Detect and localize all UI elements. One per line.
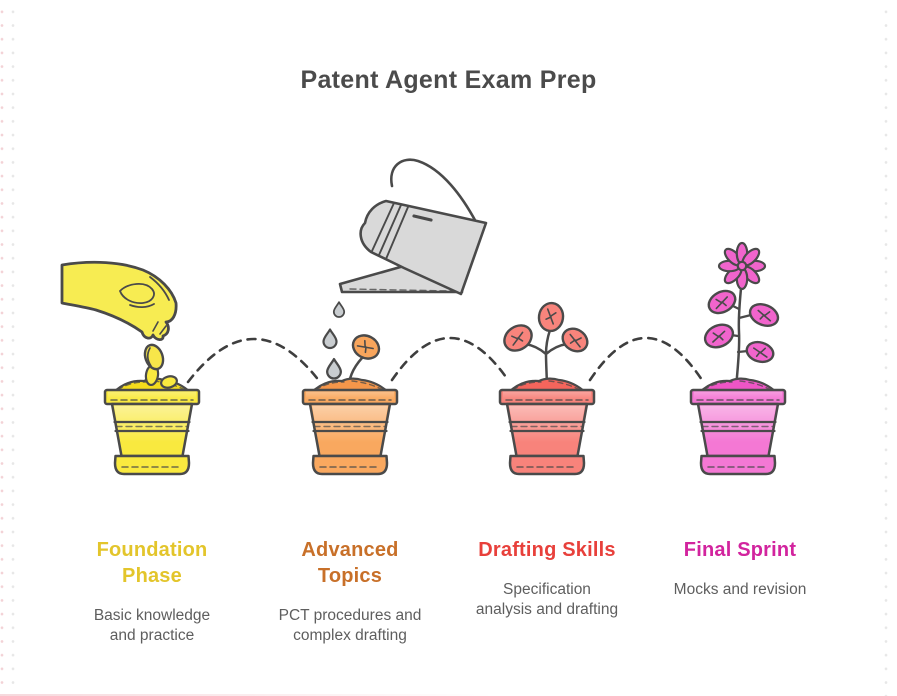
stage-desc-line: Basic knowledge — [93, 607, 211, 624]
stage-title-line: Phase — [122, 565, 182, 587]
stage-desc-line: Mocks and revision — [673, 581, 807, 598]
flower-pot-foundation-icon — [103, 363, 201, 476]
flower-icon — [717, 241, 767, 291]
dashed-arc-2 — [390, 336, 510, 382]
art-root — [60, 158, 787, 476]
stage-description: PCT procedures and complex drafting — [250, 606, 450, 647]
page-title: Patent Agent Exam Prep — [300, 66, 597, 94]
stage-desc-line: complex drafting — [293, 627, 407, 645]
flower-pot-advanced-icon — [301, 377, 399, 476]
stage-label-drafting: Drafting Skills Specification analysis a… — [447, 537, 647, 621]
can-handle — [390, 158, 478, 224]
flowering-plant-icon — [703, 241, 780, 392]
flower-pot-final-icon — [689, 377, 787, 476]
water-drops-icon — [322, 301, 346, 380]
stage-label-final: Final Sprint Mocks and revision — [640, 537, 840, 600]
stage-description: Mocks and revision — [640, 580, 840, 600]
stage-desc-line: Specification — [503, 581, 591, 598]
stage-desc-line: and practice — [109, 627, 195, 645]
flower-pot-drafting-icon — [498, 377, 596, 476]
stage-title: Drafting Skills — [447, 537, 647, 563]
bottom-edge-tint — [0, 694, 494, 696]
stage-label-advanced: Advanced Topics PCT procedures and compl… — [250, 537, 450, 647]
progress-arcs — [186, 336, 704, 384]
stage-description: Basic knowledge and practice — [52, 606, 252, 647]
dashed-arc-1 — [186, 337, 322, 384]
stage-title: Advanced Topics — [250, 537, 450, 589]
stage-title-line: Drafting Skills — [478, 539, 616, 561]
hand-planting-seed-icon — [60, 260, 178, 342]
sprout-icon — [346, 334, 381, 392]
stage-title: Final Sprint — [640, 537, 840, 563]
seedling-icon — [503, 301, 589, 393]
dashed-arc-3 — [588, 336, 704, 382]
stage-desc-line: analysis and drafting — [475, 601, 619, 619]
stage-title: Foundation Phase — [52, 537, 252, 589]
stage-title-line: Foundation — [96, 539, 208, 561]
stage-desc-line: PCT procedures and — [278, 607, 422, 624]
stage-title-line: Final Sprint — [683, 539, 797, 561]
stage-title-line: Topics — [317, 565, 383, 587]
stage-description: Specification analysis and drafting — [447, 580, 647, 621]
watering-can-icon — [338, 158, 488, 296]
stage-label-foundation: Foundation Phase Basic knowledge and pra… — [52, 537, 252, 647]
stage-title-line: Advanced — [301, 539, 399, 561]
falling-seed-icon — [143, 343, 165, 371]
